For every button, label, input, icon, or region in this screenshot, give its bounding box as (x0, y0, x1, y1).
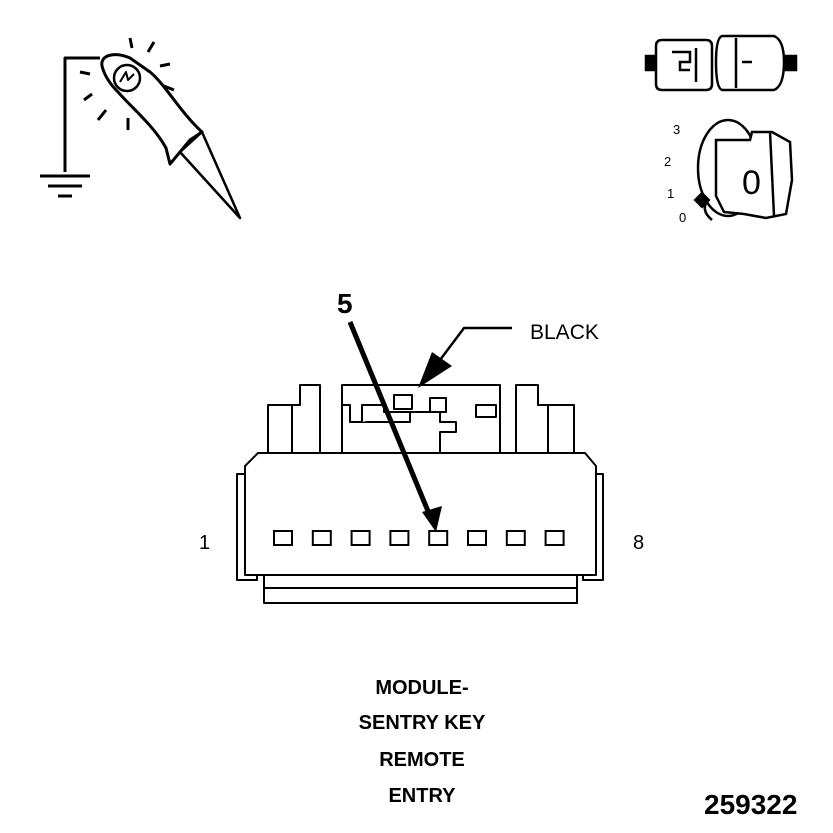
pin-cavity-6 (467, 530, 487, 546)
test-light-probe-icon (40, 37, 242, 220)
pin-cavity-1 (273, 530, 293, 546)
connector-color-label: BLACK (530, 321, 599, 344)
ground-symbol-icon (40, 174, 90, 198)
color-leader-arrow (418, 326, 512, 388)
pin-start-label: 1 (199, 532, 210, 554)
caption-line-1: MODULE- (375, 677, 468, 699)
pin-pointer-arrow (347, 321, 442, 532)
caption-line-3: REMOTE (379, 749, 465, 771)
pin-cavity-4 (389, 530, 410, 546)
caption-line-2: SENTRY KEY (359, 712, 486, 734)
pin-cavity-2 (311, 530, 332, 546)
pin-cavity-8 (544, 530, 565, 546)
pin-highlight-label: 5 (337, 288, 353, 319)
key-label: 0 (742, 164, 761, 202)
pin-cavity-3 (350, 530, 371, 546)
pin-cavities (273, 530, 565, 546)
ignition-position-3: 3 (673, 122, 680, 137)
ignition-position-1: 1 (667, 186, 674, 201)
pin-cavity-5 (428, 530, 449, 546)
figure-number: 259322 (704, 789, 797, 820)
pin-end-label: 8 (633, 532, 644, 554)
pin-cavity-7 (505, 530, 526, 546)
ignition-key-icon: 3 2 1 0 0 (664, 118, 794, 225)
caption-line-4: ENTRY (388, 785, 456, 807)
ignition-position-0: 0 (679, 210, 686, 225)
ignition-position-2: 2 (664, 154, 671, 169)
disconnected-connector-icon (644, 34, 798, 92)
caption: MODULE- SENTRY KEY REMOTE ENTRY (359, 677, 486, 807)
